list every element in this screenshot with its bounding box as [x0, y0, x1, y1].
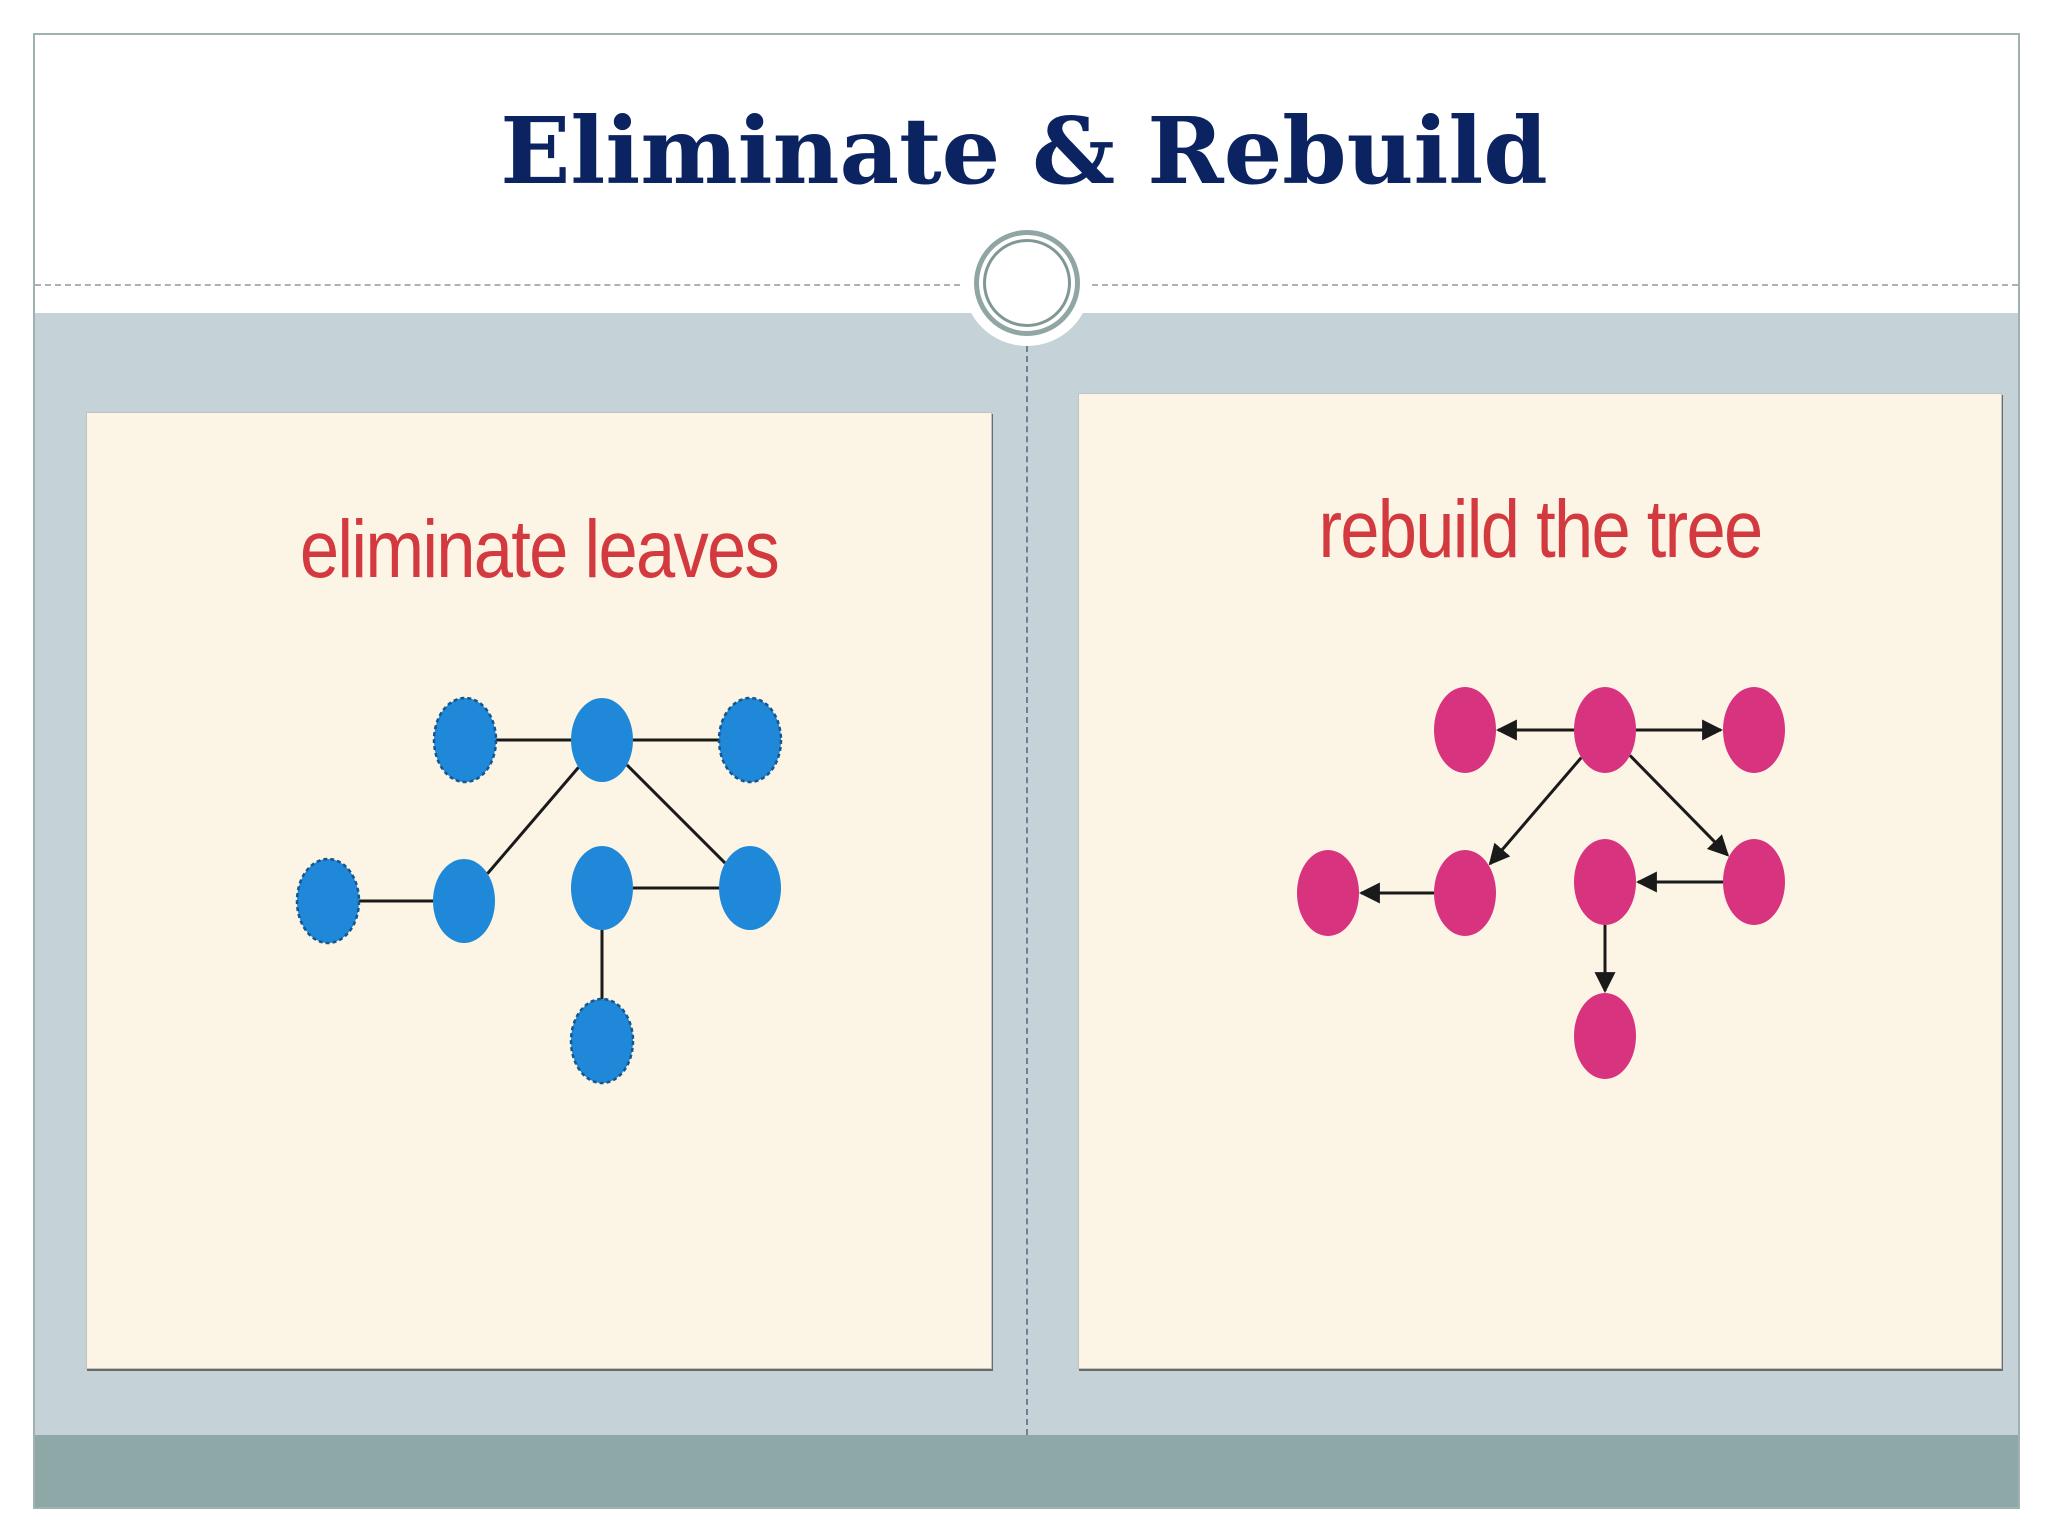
tree-node-d [1297, 850, 1359, 936]
panel-heading: eliminate leaves [299, 504, 780, 595]
edge-b-e [486, 766, 580, 875]
tree-node-e [1434, 850, 1496, 936]
panel-rebuild-tree: rebuild the tree [1078, 393, 2002, 1369]
leaf-node-c [717, 696, 783, 784]
column-divider [1026, 346, 1028, 1435]
tree-node-e [433, 859, 495, 943]
tree-diagram-undirected [295, 696, 783, 1085]
leaf-node-a [432, 696, 498, 784]
title-divider-left [35, 284, 970, 286]
divider-circle-inner [983, 239, 1071, 327]
edge-b-g [1628, 754, 1730, 857]
edge-b-e [1488, 756, 1583, 866]
tree-node-b [1574, 687, 1636, 773]
tree-node-f [1574, 839, 1636, 925]
tree-node-g [719, 846, 781, 930]
panel-heading: rebuild the tree [1318, 484, 1764, 575]
tree-node-h [1574, 993, 1636, 1079]
tree-node-b [571, 698, 633, 782]
tree-node-f [571, 846, 633, 930]
title-divider-right [1092, 284, 2018, 286]
tree-diagram-directed [1297, 687, 1785, 1079]
tree-node-c [1723, 687, 1785, 773]
tree-node-g [1723, 839, 1785, 925]
footer-band [35, 1435, 2018, 1507]
leaf-node-d [295, 857, 361, 945]
tree-node-a [1434, 687, 1496, 773]
slide-title: Eliminate & Rebuild [500, 97, 1548, 205]
leaf-node-h [569, 997, 635, 1085]
panel-eliminate-leaves: eliminate leaves [86, 412, 992, 1369]
edge-b-g [625, 763, 727, 865]
